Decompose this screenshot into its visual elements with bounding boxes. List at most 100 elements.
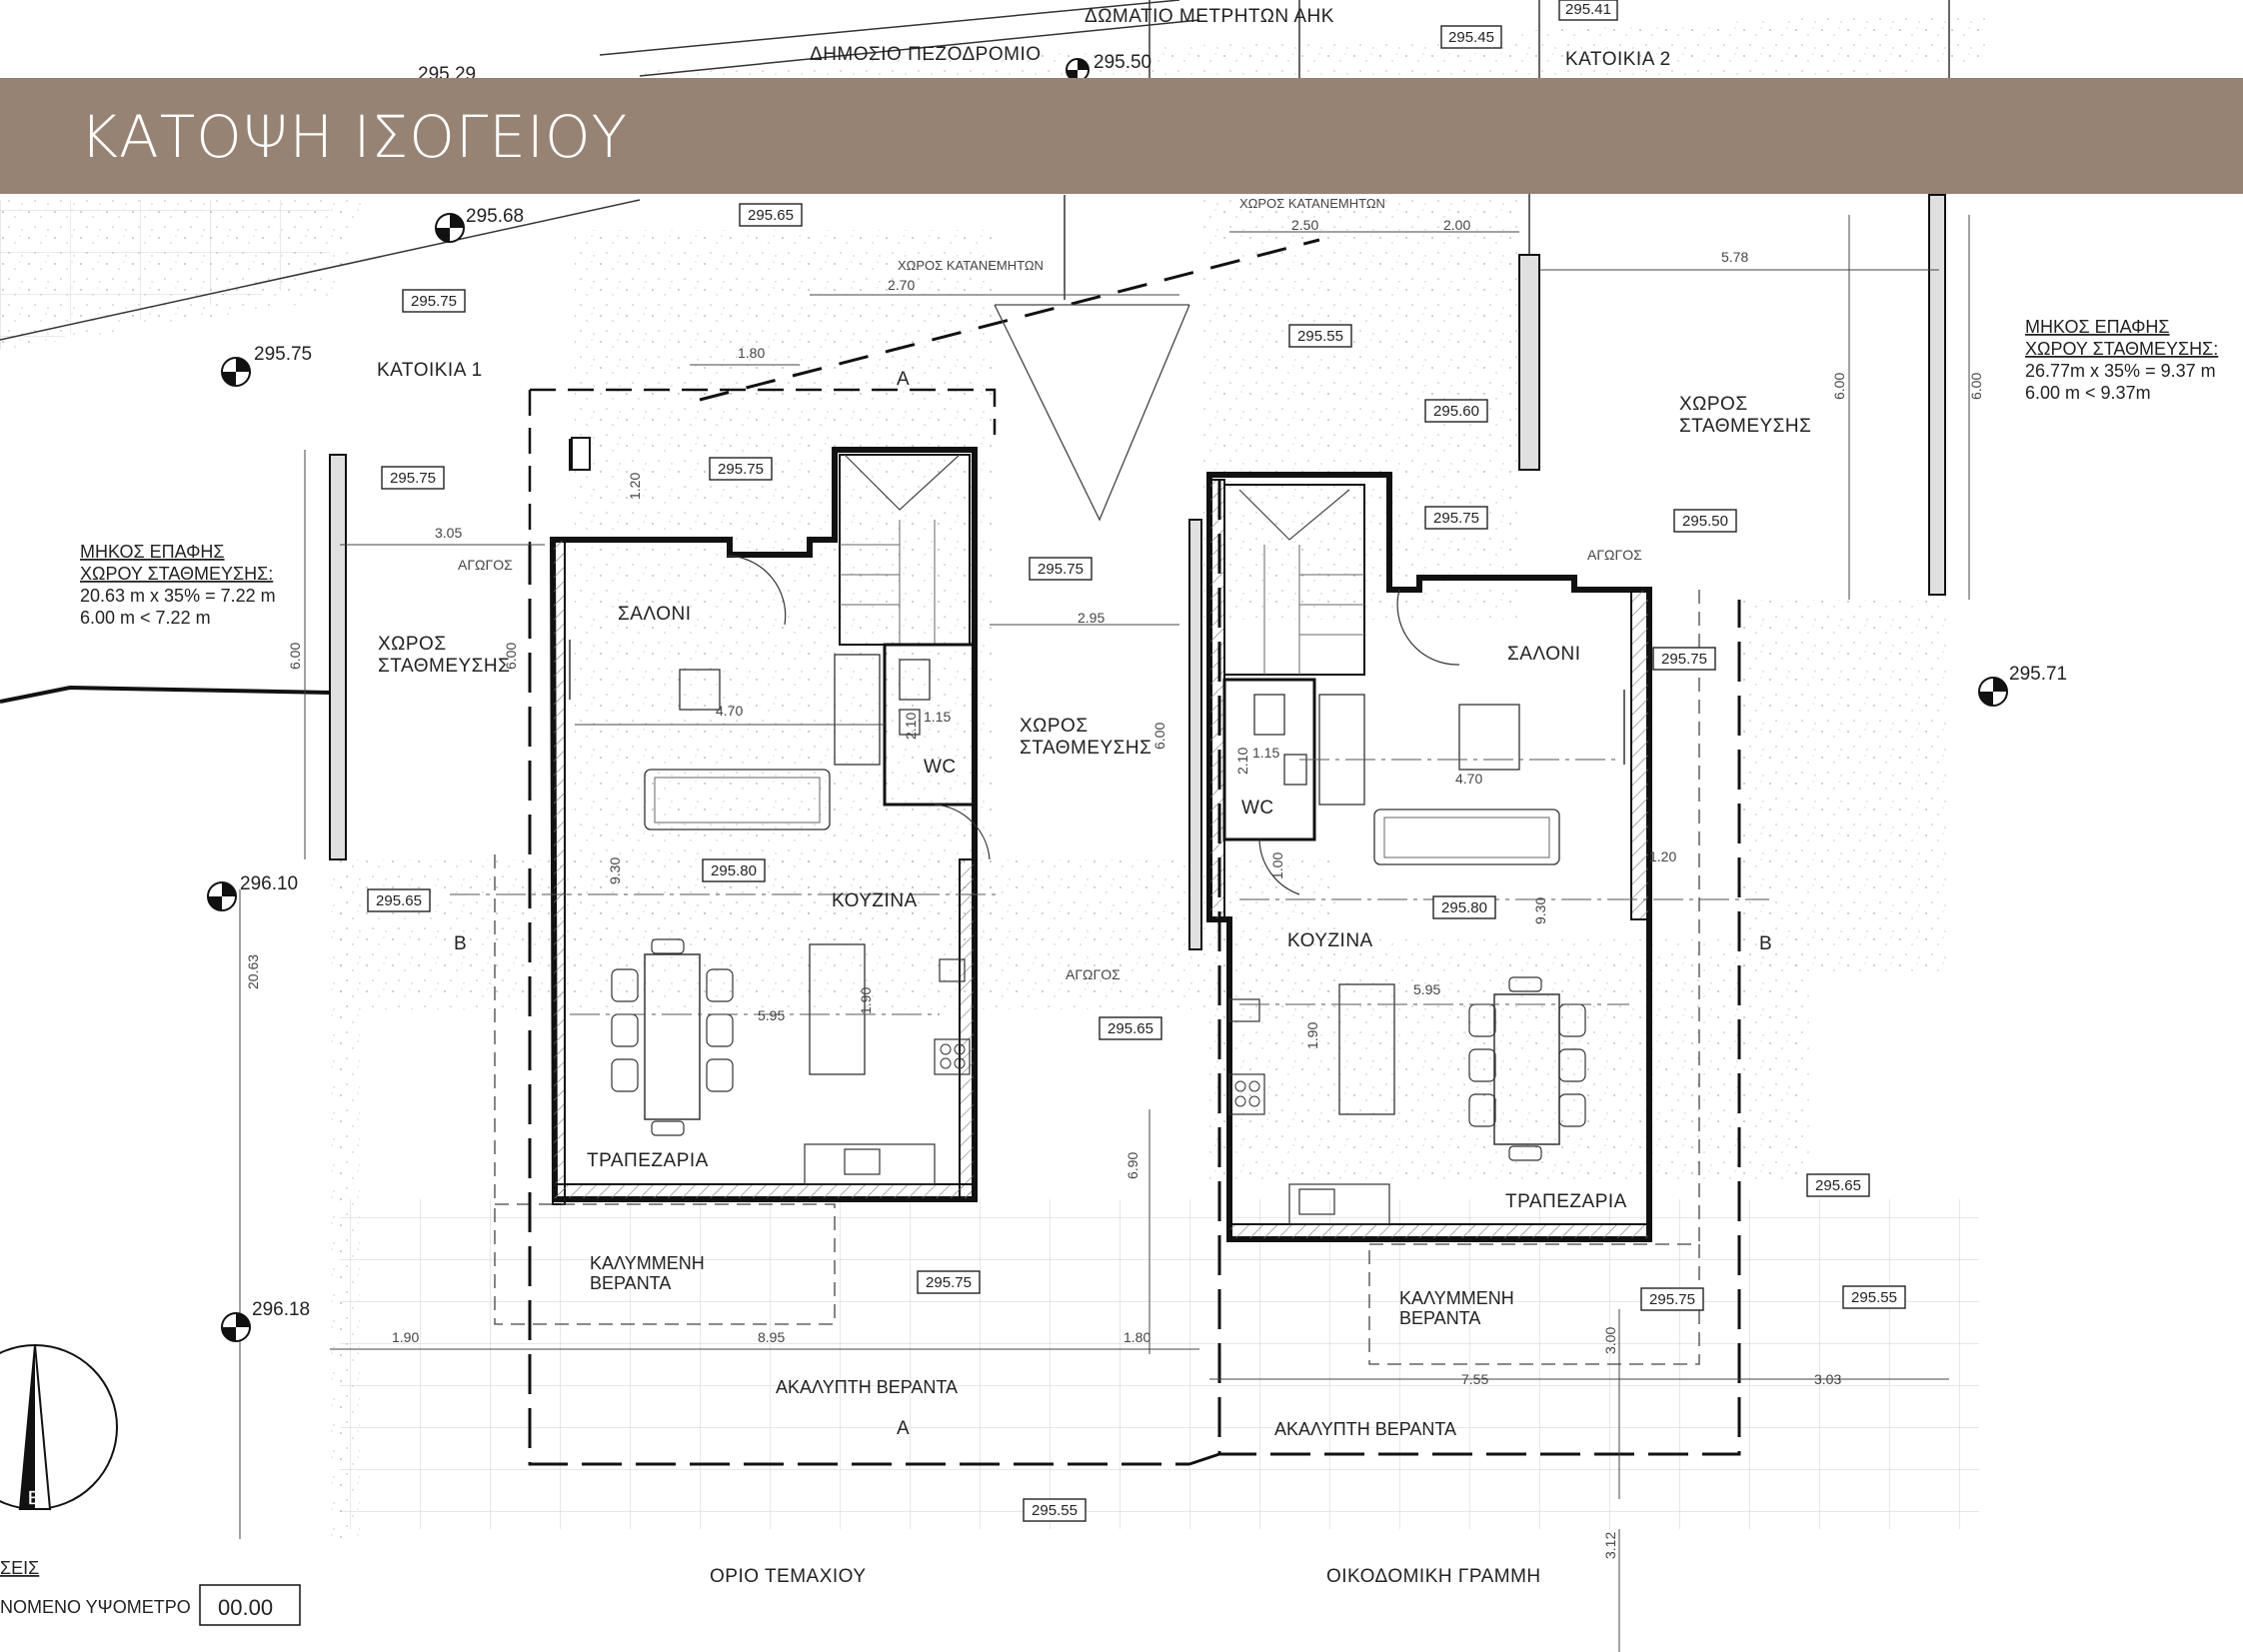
svg-text:2.70: 2.70 (888, 277, 915, 293)
svg-text:1.20: 1.20 (1649, 848, 1676, 864)
svg-text:295.60: 295.60 (1433, 403, 1479, 420)
svg-text:295.80: 295.80 (1441, 899, 1487, 916)
duct-label-1: ΑΓΩΓΟΣ (458, 557, 513, 573)
svg-text:2.95: 2.95 (1078, 610, 1105, 626)
covered-veranda-2-l2: ΒΕΡΑΝΤΑ (1399, 1308, 1480, 1328)
datum-label: ΝΟΜΕΝΟ ΥΨΟΜΕΤΡΟ (0, 1597, 191, 1617)
svg-text:3.03: 3.03 (1814, 1371, 1841, 1387)
svg-text:295.55: 295.55 (1032, 1502, 1078, 1519)
svg-text:5.95: 5.95 (758, 1007, 785, 1023)
distribution-space-2: ΧΩΡΟΣ ΚΑΤΑΝΕΜΗΤΩΝ (1239, 196, 1385, 211)
svg-text:295.50: 295.50 (1094, 52, 1151, 73)
level-marker: 296.18 (221, 1299, 310, 1342)
parking-3-l2: ΣΤΑΘΜΕΥΣΗΣ (1679, 416, 1811, 437)
svg-text:3.00: 3.00 (1602, 1327, 1618, 1354)
svg-text:295.55: 295.55 (1297, 328, 1343, 345)
level-marker: 295.75 (221, 344, 312, 387)
level-tags: 295.45 295.41 295.65 295.75 295.75 295.7… (367, 0, 1906, 1522)
svg-text:2.10: 2.10 (1234, 748, 1250, 775)
boundary-walls (329, 194, 1946, 950)
svg-text:295.65: 295.65 (748, 207, 794, 224)
wc-1: WC (924, 757, 957, 778)
svg-text:3.05: 3.05 (435, 525, 462, 541)
level-marker: 295.71 (1978, 664, 2067, 707)
svg-text:20.63 m x 35% = 7.22 m: 20.63 m x 35% = 7.22 m (80, 586, 276, 606)
building-line-label: ΟΙΚΟΔΟΜΙΚΗ ΓΡΑΜΜΗ (1326, 1566, 1541, 1587)
section-marker-a-bottom: A (897, 1418, 910, 1439)
house-1-label: ΚΑΤΟΙΚΙΑ 1 (377, 360, 483, 381)
svg-text:8.95: 8.95 (758, 1329, 785, 1345)
svg-text:295.75: 295.75 (1433, 510, 1479, 527)
svg-text:5.95: 5.95 (1413, 981, 1440, 997)
level-markers: 295.29 295.50 295.68 295.75 296.10 296.1… (207, 52, 2067, 1342)
section-marker-a-top: A (897, 369, 910, 390)
covered-veranda-2-l1: ΚΑΛΥΜΜΕΝΗ (1399, 1288, 1514, 1308)
north-arrow: B (0, 1344, 118, 1510)
duct-label-3: ΑΓΩΓΟΣ (1587, 547, 1642, 563)
wc-2: WC (1241, 798, 1274, 819)
section-marker-b-left: B (454, 933, 467, 954)
svg-text:295.75: 295.75 (1038, 561, 1084, 578)
parking-2-l2: ΣΤΑΘΜΕΥΣΗΣ (1020, 738, 1151, 759)
svg-text:1.90: 1.90 (1304, 1022, 1320, 1049)
svg-text:6.00: 6.00 (1968, 373, 1984, 400)
svg-text:1.80: 1.80 (738, 345, 765, 361)
north-letter: B (28, 1488, 40, 1508)
svg-text:6.00 m < 7.22 m: 6.00 m < 7.22 m (80, 608, 211, 628)
svg-text:6.90: 6.90 (1124, 1152, 1140, 1179)
svg-text:295.65: 295.65 (376, 892, 422, 909)
level-marker: 295.50 (1066, 52, 1151, 82)
svg-text:1.00: 1.00 (1269, 852, 1285, 879)
svg-text:295.41: 295.41 (1565, 1, 1611, 18)
svg-text:6.00: 6.00 (1831, 373, 1847, 400)
living-room-1: ΣΑΛΟΝΙ (618, 604, 692, 625)
covered-veranda-1-l1: ΚΑΛΥΜΜΕΝΗ (590, 1253, 705, 1273)
svg-text:7.55: 7.55 (1461, 1371, 1488, 1387)
svg-text:ΧΩΡΟΥ ΣΤΑΘΜΕΥΣΗΣ:: ΧΩΡΟΥ ΣΤΑΘΜΕΥΣΗΣ: (80, 564, 273, 584)
svg-text:1.15: 1.15 (1252, 745, 1279, 761)
legend: ΣΕΙΣ ΝΟΜΕΝΟ ΥΨΟΜΕΤΡΟ 00.00 (0, 1558, 301, 1626)
open-veranda-1: ΑΚΑΛΥΠΤΗ ΒΕΡΑΝΤΑ (776, 1377, 958, 1397)
page-title: ΚΑΤΟΨΗ ΙΣΟΓΕΙΟΥ (80, 103, 629, 171)
svg-text:295.50: 295.50 (1682, 513, 1728, 530)
svg-text:295.75: 295.75 (1649, 1291, 1695, 1308)
svg-text:26.77m x 35% = 9.37 m: 26.77m x 35% = 9.37 m (2025, 361, 2216, 381)
svg-text:6.00: 6.00 (503, 643, 519, 670)
svg-text:5.78: 5.78 (1721, 249, 1748, 265)
svg-text:6.00: 6.00 (1151, 723, 1167, 750)
svg-text:296.10: 296.10 (240, 873, 298, 894)
parking-1-l1: ΧΩΡΟΣ (378, 634, 447, 655)
section-marker-b-right: B (1759, 933, 1772, 954)
title-banner: ΚΑΤΟΨΗ ΙΣΟΓΕΙΟΥ (0, 78, 2243, 194)
parking-3-l1: ΧΩΡΟΣ (1679, 394, 1748, 415)
svg-text:9.30: 9.30 (1532, 897, 1548, 924)
svg-text:295.75: 295.75 (390, 470, 436, 487)
svg-text:ΧΩΡΟΥ ΣΤΑΘΜΕΥΣΗΣ:: ΧΩΡΟΥ ΣΤΑΘΜΕΥΣΗΣ: (2025, 339, 2218, 359)
dimension-lines (239, 215, 1970, 1652)
svg-text:1.90: 1.90 (392, 1329, 419, 1345)
svg-text:295.75: 295.75 (926, 1274, 972, 1291)
svg-text:295.80: 295.80 (711, 862, 757, 879)
svg-text:4.70: 4.70 (716, 703, 743, 719)
svg-text:295.45: 295.45 (1448, 29, 1494, 46)
svg-text:2.10: 2.10 (903, 713, 919, 740)
svg-text:2.00: 2.00 (1443, 217, 1470, 233)
svg-text:295.75: 295.75 (254, 344, 312, 365)
map-labels: ΔΩΜΑΤΙΟ ΜΕΤΡΗΤΩΝ ΑΗΚ ΔΗΜΟΣΙΟ ΠΕΖΟΔΡΟΜΙΟ … (377, 6, 1811, 1587)
svg-text:3.12: 3.12 (1602, 1532, 1618, 1559)
meter-room-label: ΔΩΜΑΤΙΟ ΜΕΤΡΗΤΩΝ ΑΗΚ (1085, 6, 1334, 27)
dining-1: ΤΡΑΠΕΖΑΡΙΑ (587, 1150, 709, 1171)
svg-text:9.30: 9.30 (607, 857, 623, 884)
svg-text:295.68: 295.68 (466, 206, 524, 227)
dining-2: ΤΡΑΠΕΖΑΡΙΑ (1505, 1191, 1627, 1212)
svg-text:ΜΗΚΟΣ ΕΠΑΦΗΣ: ΜΗΚΟΣ ΕΠΑΦΗΣ (2025, 317, 2170, 337)
public-sidewalk-label: ΔΗΜΟΣΙΟ ΠΕΖΟΔΡΟΜΙΟ (810, 44, 1042, 65)
kitchen-2: ΚΟΥΖΙΝΑ (1287, 930, 1373, 951)
svg-text:295.65: 295.65 (1815, 1177, 1861, 1194)
svg-text:4.70: 4.70 (1455, 771, 1482, 787)
svg-text:1.20: 1.20 (627, 473, 643, 500)
distribution-space-1: ΧΩΡΟΣ ΚΑΤΑΝΕΜΗΤΩΝ (898, 258, 1044, 273)
legend-heading: ΣΕΙΣ (0, 1558, 39, 1578)
level-marker: 296.10 (207, 873, 298, 911)
